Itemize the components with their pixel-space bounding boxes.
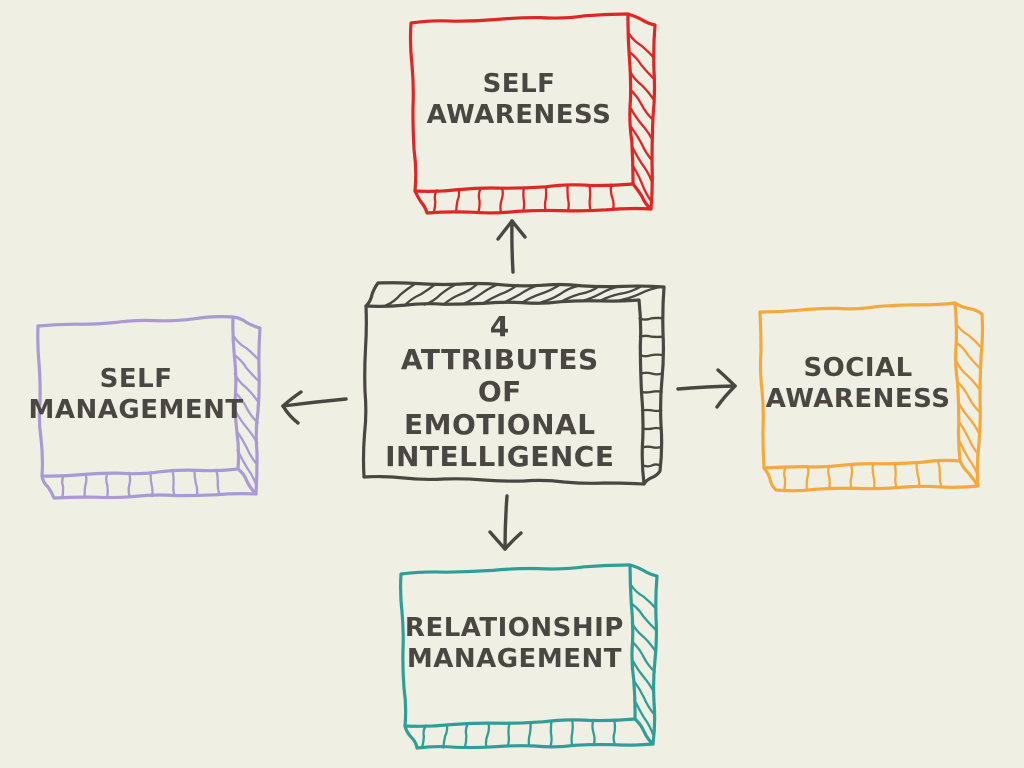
label-line: ATTRIBUTES [400,342,599,376]
node-center-title: 4 ATTRIBUTES OF EMOTIONAL INTELLIGENCE [356,276,672,494]
arrow-left-icon [281,390,348,425]
node-social-awareness: SOCIAL AWARENESS [751,297,989,495]
label-line: SELF [99,364,173,395]
self-awareness-label: SELF AWARENESS [410,12,628,188]
arrow-right-icon [676,368,737,409]
center-box [361,281,666,486]
self-management-label: SELF MANAGEMENT [29,315,244,476]
relationship-management-label: RELATIONSHIP MANAGEMENT [400,563,628,726]
node-relationship-management: RELATIONSHIP MANAGEMENT [392,559,664,753]
arrow-right-strokes [676,368,737,409]
relationship-management-box-outline [398,563,659,750]
arrow-up-icon [496,219,527,274]
arrow-down-strokes [488,494,523,551]
label-line: AWARENESS [426,100,612,131]
self-management-box-outline [36,315,262,500]
center-title-label: 4 ATTRIBUTES OF EMOTIONAL INTELLIGENCE [362,302,637,483]
node-self-awareness: SELF AWARENESS [402,8,662,218]
social-awareness-box-outline [758,301,985,493]
center-box-outline [361,281,666,486]
label-line: RELATIONSHIP [404,613,624,644]
label-line: EMOTIONAL [404,407,596,441]
label-line: INTELLIGENCE [385,440,615,474]
label-line: 4 [489,310,510,344]
arrow-left-strokes [281,390,348,425]
self-awareness-box-outline [408,12,657,215]
label-line: SOCIAL [803,352,913,383]
social-awareness-label: SOCIAL AWARENESS [758,301,958,467]
label-line: AWARENESS [765,384,951,415]
self-awareness-box [408,12,657,215]
label-line: SELF [482,69,556,100]
label-line: MANAGEMENT [28,395,244,426]
relationship-management-box [398,563,659,750]
social-awareness-box [758,301,985,493]
arrow-up-strokes [496,219,527,274]
label-line: MANAGEMENT [406,644,622,675]
self-management-box [36,315,262,500]
label-line: OF [477,375,522,409]
node-self-management: SELF MANAGEMENT [29,311,267,503]
arrow-down-icon [488,494,523,551]
